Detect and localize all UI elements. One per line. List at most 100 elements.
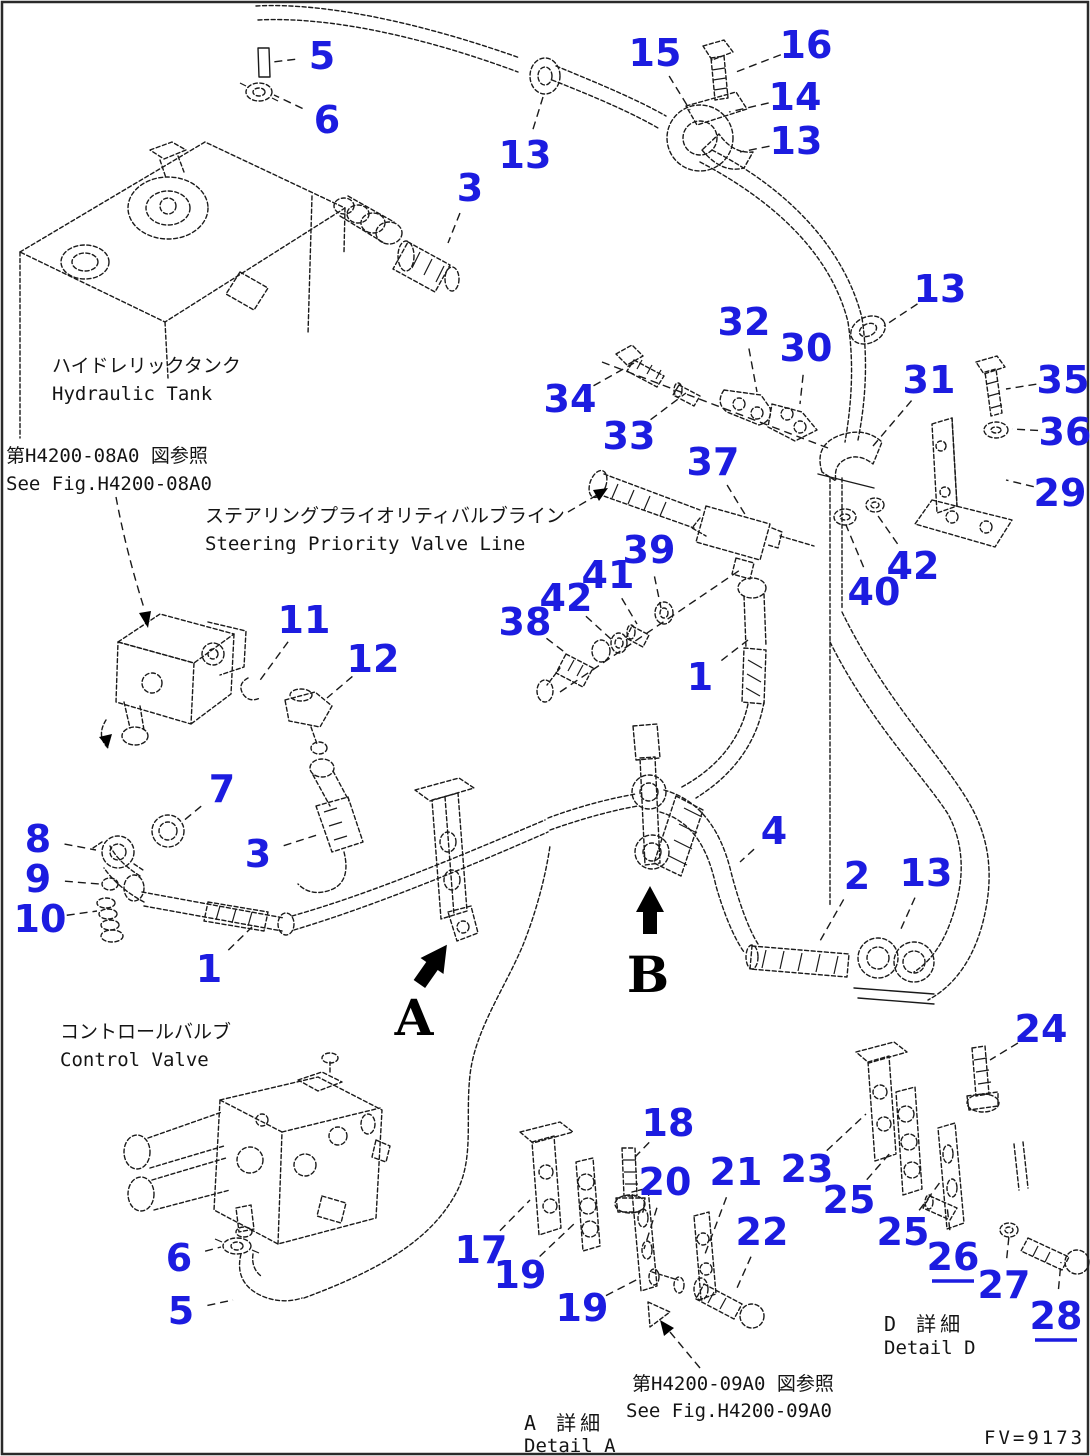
control-valve-label-jp: コントロールバルブ <box>60 1020 231 1043</box>
see-fig-bottom-label-en: See Fig.H4200-09A0 <box>626 1400 832 1422</box>
clip-11 <box>240 677 261 701</box>
hydraulic-tank-drawing <box>19 141 403 439</box>
callout-number: 25 <box>877 1210 930 1254</box>
bracket-a <box>414 777 479 942</box>
steering-pipe-and-tee-37 <box>588 469 815 580</box>
callout-number: 26 <box>927 1235 980 1279</box>
callout-leader <box>899 897 916 932</box>
callout-leader <box>650 392 687 421</box>
callout-number: 27 <box>978 1263 1031 1307</box>
callout-number: 11 <box>278 598 331 642</box>
callout-leader <box>866 1151 892 1181</box>
callout-leader <box>845 524 865 568</box>
callout-leader <box>1006 1235 1010 1259</box>
callout-number: 24 <box>1015 1007 1068 1051</box>
washers-40-42 <box>833 497 885 526</box>
callout-number: 3 <box>457 166 483 210</box>
callout-number: 2 <box>844 854 870 898</box>
detail-a-label-en: Detail A <box>524 1435 616 1456</box>
callout-number: 22 <box>736 1210 789 1254</box>
callout-leader <box>532 96 544 130</box>
callout-number: 42 <box>887 544 940 588</box>
callout-leader <box>257 641 289 684</box>
callout-leader <box>499 1199 531 1232</box>
callout-number: 9 <box>25 857 51 901</box>
callout-number: 13 <box>914 267 967 311</box>
callout-leader <box>736 1256 752 1289</box>
elbow-12 <box>284 688 333 755</box>
callout-number: 1 <box>196 947 222 991</box>
callout-number: 10 <box>14 897 67 941</box>
vertical-hose-and-loop <box>829 477 990 1001</box>
clamps-13-bottom <box>853 937 935 1005</box>
nut-9 <box>101 877 119 891</box>
steering-line-label-en: Steering Priority Valve Line <box>205 533 525 555</box>
callout-leader <box>1005 383 1037 390</box>
callout-leader <box>64 843 97 851</box>
pipe-1-left <box>103 819 549 936</box>
callout-number: 32 <box>718 300 771 344</box>
callout-number: 5 <box>168 1289 194 1333</box>
callout-number: 30 <box>780 326 833 370</box>
callout-leader <box>704 1197 728 1255</box>
callout-number: 6 <box>166 1236 192 1280</box>
callout-leader <box>605 1277 641 1297</box>
see-fig-tank-label-jp: 第H4200-08A0 図参照 <box>6 445 208 467</box>
elbow-fitting-3-top <box>392 240 460 293</box>
callout-number: 1 <box>687 655 713 699</box>
callout-number: 17 <box>455 1228 508 1272</box>
pin-5-and-grommet-6-top <box>239 47 279 102</box>
callout-leader <box>819 899 845 942</box>
callout-number: 34 <box>544 377 597 421</box>
callout-leader <box>621 597 638 625</box>
control-valve-label-en: Control Valve <box>60 1049 209 1071</box>
callout-leader <box>883 303 918 327</box>
right-hose-descent <box>699 149 886 443</box>
callout-leader <box>946 1205 951 1231</box>
callout-leader <box>64 880 100 885</box>
detail-d-label-en: Detail D <box>884 1337 976 1359</box>
callout-number: 40 <box>848 570 901 614</box>
callout-number: 21 <box>710 1150 763 1194</box>
callout-number: 31 <box>903 358 956 402</box>
callout-leader <box>653 576 662 609</box>
callout-number: 38 <box>499 600 552 644</box>
callout-number: 3 <box>245 832 271 876</box>
callout-number: 20 <box>639 1160 692 1204</box>
callout-number: 13 <box>499 133 552 177</box>
callout-number: 19 <box>556 1286 609 1330</box>
callout-number: 25 <box>823 1178 876 1222</box>
callout-number: 5 <box>309 34 335 78</box>
callout-number: 4 <box>761 809 787 853</box>
steering-priority-valve-drawing <box>99 613 247 749</box>
callout-leader <box>739 145 770 153</box>
callout-leader <box>539 1222 576 1257</box>
fittings-row-38-42 <box>536 569 741 703</box>
bracket-b <box>631 723 670 870</box>
drawing-number: FV=9173 <box>984 1427 1085 1449</box>
callout-number: 33 <box>603 414 656 458</box>
callout-leader <box>447 212 461 244</box>
callout-leader <box>272 58 296 63</box>
callout-leader <box>668 75 691 111</box>
callout-leader <box>585 615 613 641</box>
hose-3-left <box>297 758 364 894</box>
callout-leader <box>326 675 353 699</box>
callout-number: 39 <box>623 528 676 572</box>
callout-number: 18 <box>642 1101 695 1145</box>
callout-leader <box>634 1141 650 1158</box>
washer-36 <box>983 421 1009 439</box>
callout-number: 14 <box>769 75 822 119</box>
hose-4-2-loop <box>547 789 850 978</box>
steering-line-label-jp: ステアリングプライオリティバルブライン <box>205 504 565 527</box>
spring-10 <box>96 897 124 943</box>
view-arrow-b <box>636 886 664 934</box>
callout-number: 16 <box>780 23 833 67</box>
callout-leader <box>1005 479 1034 488</box>
callout-number: 13 <box>770 119 823 163</box>
callout-number: 13 <box>900 851 953 895</box>
detail-a-assembly <box>519 1121 765 1329</box>
